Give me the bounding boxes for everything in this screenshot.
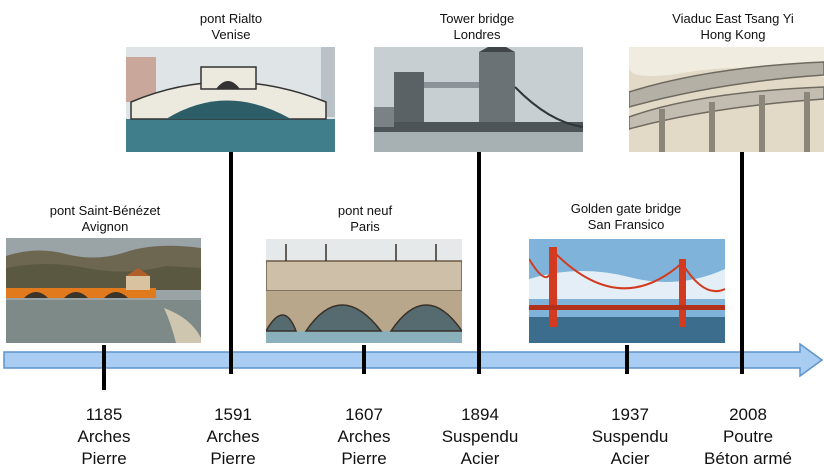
bridge-city: Venise: [211, 27, 251, 42]
material: Pierre: [81, 449, 127, 468]
caption-pont-neuf: pont neuf Paris: [338, 203, 392, 235]
bridge-city: Paris: [350, 219, 380, 234]
bridge-name: pont neuf: [337, 203, 393, 218]
timeline-tick-1185: [102, 345, 106, 390]
image-saint-benezet: [6, 238, 201, 343]
caption-rialto: pont Rialto Venise: [200, 11, 262, 43]
bridge-name: pont Rialto: [199, 11, 263, 26]
material: Pierre: [210, 449, 256, 468]
caption-golden-gate: Golden gate bridge San Fransico: [571, 201, 682, 233]
image-tsing-yi-viaduct: [629, 47, 824, 152]
year: 1937: [611, 405, 649, 424]
caption-tsing-yi: Viaduc East Tsang Yi Hong Kong: [672, 11, 794, 43]
bridge-name: Viaduc East Tsang Yi: [672, 11, 794, 26]
bridge-name: Golden gate bridge: [570, 201, 682, 216]
caption-tower-bridge: Tower bridge Londres: [440, 11, 514, 43]
timeline-tick-1894: [477, 152, 481, 374]
timeline-tick-2008: [740, 152, 744, 374]
structure-type: Arches: [337, 427, 391, 446]
structure-type: Suspendu: [591, 427, 669, 446]
year: 1591: [214, 405, 252, 424]
image-rialto: [126, 47, 335, 152]
material: Béton armé: [704, 449, 792, 468]
year: 1894: [461, 405, 499, 424]
image-tower-bridge: [374, 47, 583, 152]
year: 1607: [345, 405, 383, 424]
bridge-city: Londres: [453, 27, 501, 42]
timeline-tick-1591: [229, 152, 233, 374]
image-golden-gate: [529, 239, 725, 343]
image-pont-neuf: [266, 239, 462, 343]
year: 1185: [85, 405, 123, 424]
material: Acier: [460, 449, 500, 468]
bridge-city: San Fransico: [587, 217, 665, 232]
material: Pierre: [341, 449, 387, 468]
label-1937: 1937 Suspendu Acier: [592, 404, 669, 470]
timeline-tick-1937: [625, 345, 629, 374]
label-1607: 1607 Arches Pierre: [338, 404, 391, 470]
year: 2008: [729, 405, 767, 424]
bridge-name: Tower bridge: [439, 11, 515, 26]
timeline-tick-1607: [362, 345, 366, 374]
bridge-city: Avignon: [81, 219, 129, 234]
structure-type: Arches: [77, 427, 131, 446]
structure-type: Poutre: [722, 427, 774, 446]
structure-type: Suspendu: [441, 427, 519, 446]
label-1185: 1185 Arches Pierre: [78, 404, 131, 470]
bridge-name: pont Saint-Bénézet: [49, 203, 161, 218]
label-1591: 1591 Arches Pierre: [207, 404, 260, 470]
caption-saint-benezet: pont Saint-Bénézet Avignon: [50, 203, 161, 235]
label-1894: 1894 Suspendu Acier: [442, 404, 519, 470]
material: Acier: [610, 449, 650, 468]
timeline-arrow: [3, 342, 824, 378]
bridge-city: Hong Kong: [700, 27, 766, 42]
label-2008: 2008 Poutre Béton armé: [704, 404, 792, 470]
structure-type: Arches: [206, 427, 260, 446]
